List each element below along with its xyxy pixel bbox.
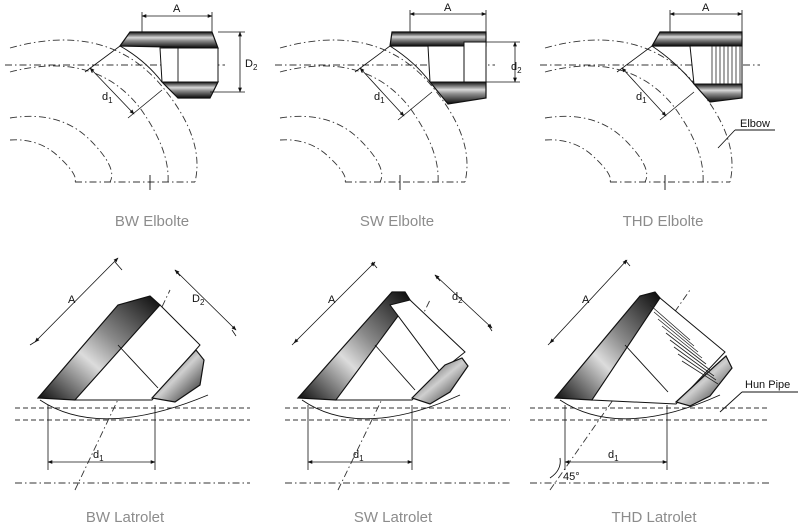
dimension-d2-label: D2	[192, 293, 205, 307]
sw-latrolet-diagram: A d2 d1 SW Latrolet	[285, 261, 510, 526]
thd-latrolet-caption: THD Latrolet	[611, 509, 697, 526]
dimension-d2: d2	[434, 274, 493, 332]
dimension-a: A	[669, 2, 743, 32]
dimension-d1: d1	[307, 405, 413, 470]
olet-body	[553, 291, 733, 407]
dimension-d1-label: d1	[608, 449, 619, 463]
bw-latrolet-caption: BW Latrolet	[86, 509, 165, 526]
dimension-d2: D2	[210, 31, 258, 93]
dimension-a-label: A	[582, 294, 590, 306]
dimension-d1: d1	[84, 45, 163, 119]
dimension-a-label: A	[702, 2, 710, 14]
internal-thread	[649, 304, 719, 385]
dimension-d2: d2	[486, 41, 522, 83]
elbow-callout: Elbow	[717, 118, 775, 149]
bw-elbolet-caption: BW Elbolte	[115, 213, 189, 230]
bw-latrolet-diagram: A D2 d1 BW Latrolet	[15, 257, 250, 526]
dimension-d2-label: d2	[452, 291, 463, 305]
internal-thread	[711, 46, 741, 84]
dimension-a-label: A	[444, 2, 452, 14]
angle-annotation: 45°	[549, 457, 580, 483]
olet-body	[36, 295, 205, 403]
thd-elbolet-caption: THD Elbolte	[623, 213, 704, 230]
dimension-a: A	[29, 257, 123, 346]
dimension-d2-label: d2	[511, 61, 522, 75]
dimension-a-label: A	[173, 3, 181, 15]
dimension-d1: d1	[564, 405, 668, 470]
elbow-callout-label: Elbow	[740, 118, 770, 130]
sw-elbolet-diagram: A d2 d1 SW Elbolte	[275, 2, 522, 230]
run-pipe-callout: Hun Pipe	[719, 379, 798, 413]
dimension-d1: d1	[616, 45, 695, 121]
sw-latrolet-caption: SW Latrolet	[354, 509, 433, 526]
dimension-d2-label: D2	[245, 58, 258, 72]
dimension-d1-label: d1	[102, 91, 113, 105]
sw-elbolet-caption: SW Elbolte	[360, 213, 434, 230]
elbow-outline	[275, 39, 495, 190]
dimension-d2: D2	[174, 269, 237, 337]
bw-elbolet-diagram: A D2 d1 BW Elbolte	[5, 3, 258, 230]
olet-body	[650, 31, 743, 103]
elbow-outline	[5, 39, 225, 190]
dimension-d1-label: d1	[374, 91, 385, 105]
thd-latrolet-diagram: A d1 45° Hun Pipe THD Latrolet	[530, 259, 798, 526]
thd-elbolet-diagram: A d1 Elbow THD Elbolte	[540, 2, 775, 230]
dimension-a-label: A	[68, 294, 76, 306]
run-pipe-callout-label: Hun Pipe	[745, 379, 790, 391]
dimension-d1: d1	[47, 405, 156, 470]
angle-label: 45°	[563, 471, 580, 483]
dimension-a: A	[141, 3, 213, 32]
dimension-a-label: A	[328, 294, 336, 306]
dimension-d1-label: d1	[93, 449, 104, 463]
olet-body	[118, 31, 219, 99]
dimension-d1: d1	[354, 45, 433, 121]
dimension-d1-label: d1	[636, 91, 647, 105]
olet-body	[296, 291, 469, 405]
dimension-a: A	[291, 261, 378, 346]
dimension-a: A	[547, 259, 631, 346]
dimension-a: A	[409, 2, 487, 32]
dimension-d1-label: d1	[353, 449, 364, 463]
